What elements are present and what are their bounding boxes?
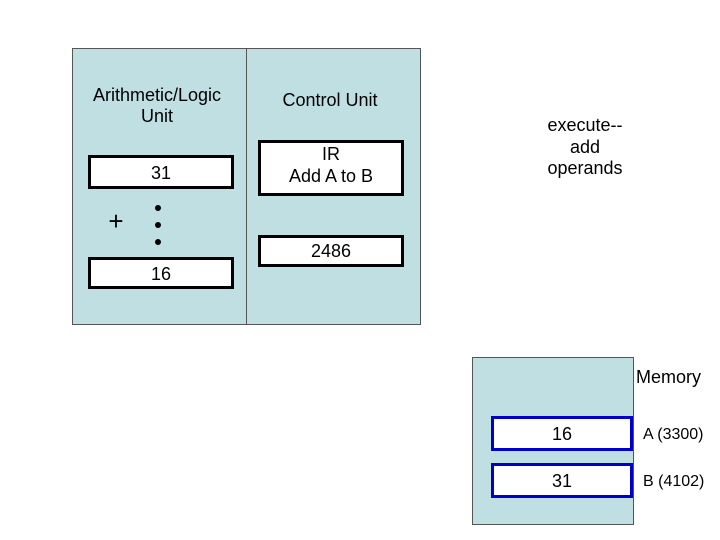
memory-title: Memory [636,367,702,387]
ir-label: IR [322,144,340,164]
phase-line2: add [569,136,601,157]
ellipsis-dot-3 [155,239,161,245]
alu-title: Arithmetic/Logic Unit [72,85,242,127]
instruction-register-text: IR Add A to B [261,144,401,188]
memory-cell-a-value: 16 [551,424,573,444]
ellipsis-dot-1 [155,205,161,211]
alu-register-bottom: 16 [88,257,234,289]
instruction-register: IR Add A to B [258,140,404,196]
alu-register-top: 31 [88,155,234,189]
alu-register-bottom-value: 16 [150,264,172,284]
memory-cell-a: 16 [491,416,633,451]
program-counter-value: 2486 [310,241,352,261]
program-counter-register: 2486 [258,235,404,267]
phase-line3: operands [547,158,623,179]
memory-cell-b-value: 31 [551,471,573,491]
memory-cell-a-address: A (3300) [643,426,704,443]
memory-cell-b-address: B (4102) [643,473,705,490]
alu-register-top-value: 31 [150,163,172,183]
alu-operator: + [108,206,124,236]
alu-title-line2: Unit [140,106,173,127]
phase-line1: execute-- [547,115,623,135]
memory-cell-b: 31 [491,463,633,498]
ellipsis-dot-2 [155,222,161,228]
ir-value: Add A to B [288,165,374,186]
alu-title-line1: Arithmetic/Logic [92,85,222,105]
control-unit-title: Control Unit [282,90,378,110]
phase-label: execute-- add operands [530,115,640,180]
